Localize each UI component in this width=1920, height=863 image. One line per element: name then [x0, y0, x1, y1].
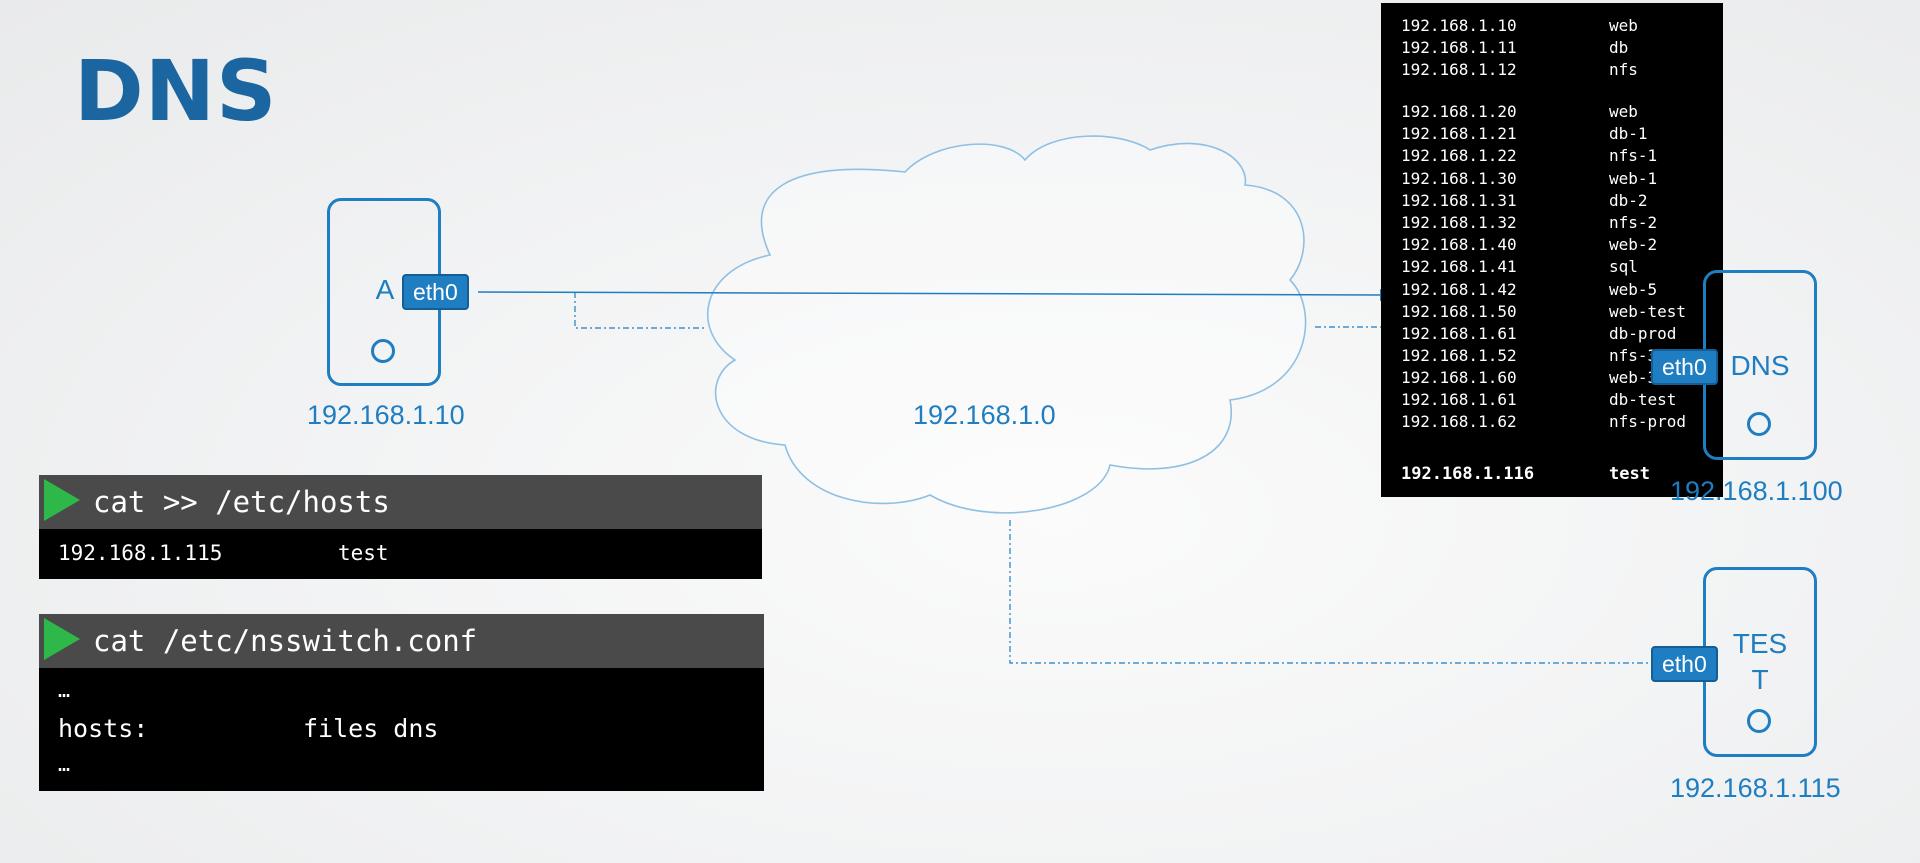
nsswitch-hosts-value: files dns [303, 714, 439, 743]
hosts-entry-ip: 192.168.1.115 [58, 541, 223, 565]
test-host-port-icon [1747, 709, 1771, 733]
dns-server-label: DNS [1730, 350, 1790, 381]
play-icon [44, 618, 80, 660]
dns-server-port-icon [1747, 412, 1771, 436]
terminal-nsswitch: cat /etc/nsswitch.conf … hosts: files dn… [39, 614, 764, 791]
terminal-hosts: cat >> /etc/hosts 192.168.1.115 test [39, 475, 762, 579]
play-icon [44, 479, 80, 521]
test-host-label: TES T [1732, 628, 1788, 695]
test-host-eth0-badge: eth0 [1651, 646, 1718, 682]
link-network-to-test [1009, 520, 1655, 664]
network-ip: 192.168.1.0 [913, 400, 1056, 430]
terminal-nsswitch-command: cat /etc/nsswitch.conf [93, 624, 478, 658]
network-cloud [707, 135, 1307, 514]
terminal-hosts-header: cat >> /etc/hosts [39, 475, 762, 529]
host-a-eth0-badge: eth0 [402, 274, 469, 310]
dns-server-eth0-badge: eth0 [1651, 349, 1718, 385]
terminal-nsswitch-output: … hosts: files dns … [39, 668, 764, 791]
terminal-hosts-output: 192.168.1.115 test [39, 529, 762, 579]
test-host-ip: 192.168.1.115 [1670, 773, 1841, 803]
host-a-ip: 192.168.1.10 [307, 400, 465, 430]
host-a-port-icon [371, 339, 395, 363]
terminal-nsswitch-header: cat /etc/nsswitch.conf [39, 614, 764, 668]
query-arrow-line [477, 291, 1381, 296]
nsswitch-ellipsis-bottom: … [58, 752, 71, 776]
dns-server-ip: 192.168.1.100 [1670, 476, 1843, 506]
nsswitch-hosts-key: hosts: [58, 714, 149, 743]
host-a-label: A [375, 274, 395, 305]
terminal-hosts-command: cat >> /etc/hosts [93, 485, 390, 519]
page-title: DNS [74, 42, 278, 140]
link-a-to-network [574, 292, 705, 329]
hosts-entry-name: test [338, 541, 389, 565]
nsswitch-ellipsis-top: … [58, 678, 71, 702]
